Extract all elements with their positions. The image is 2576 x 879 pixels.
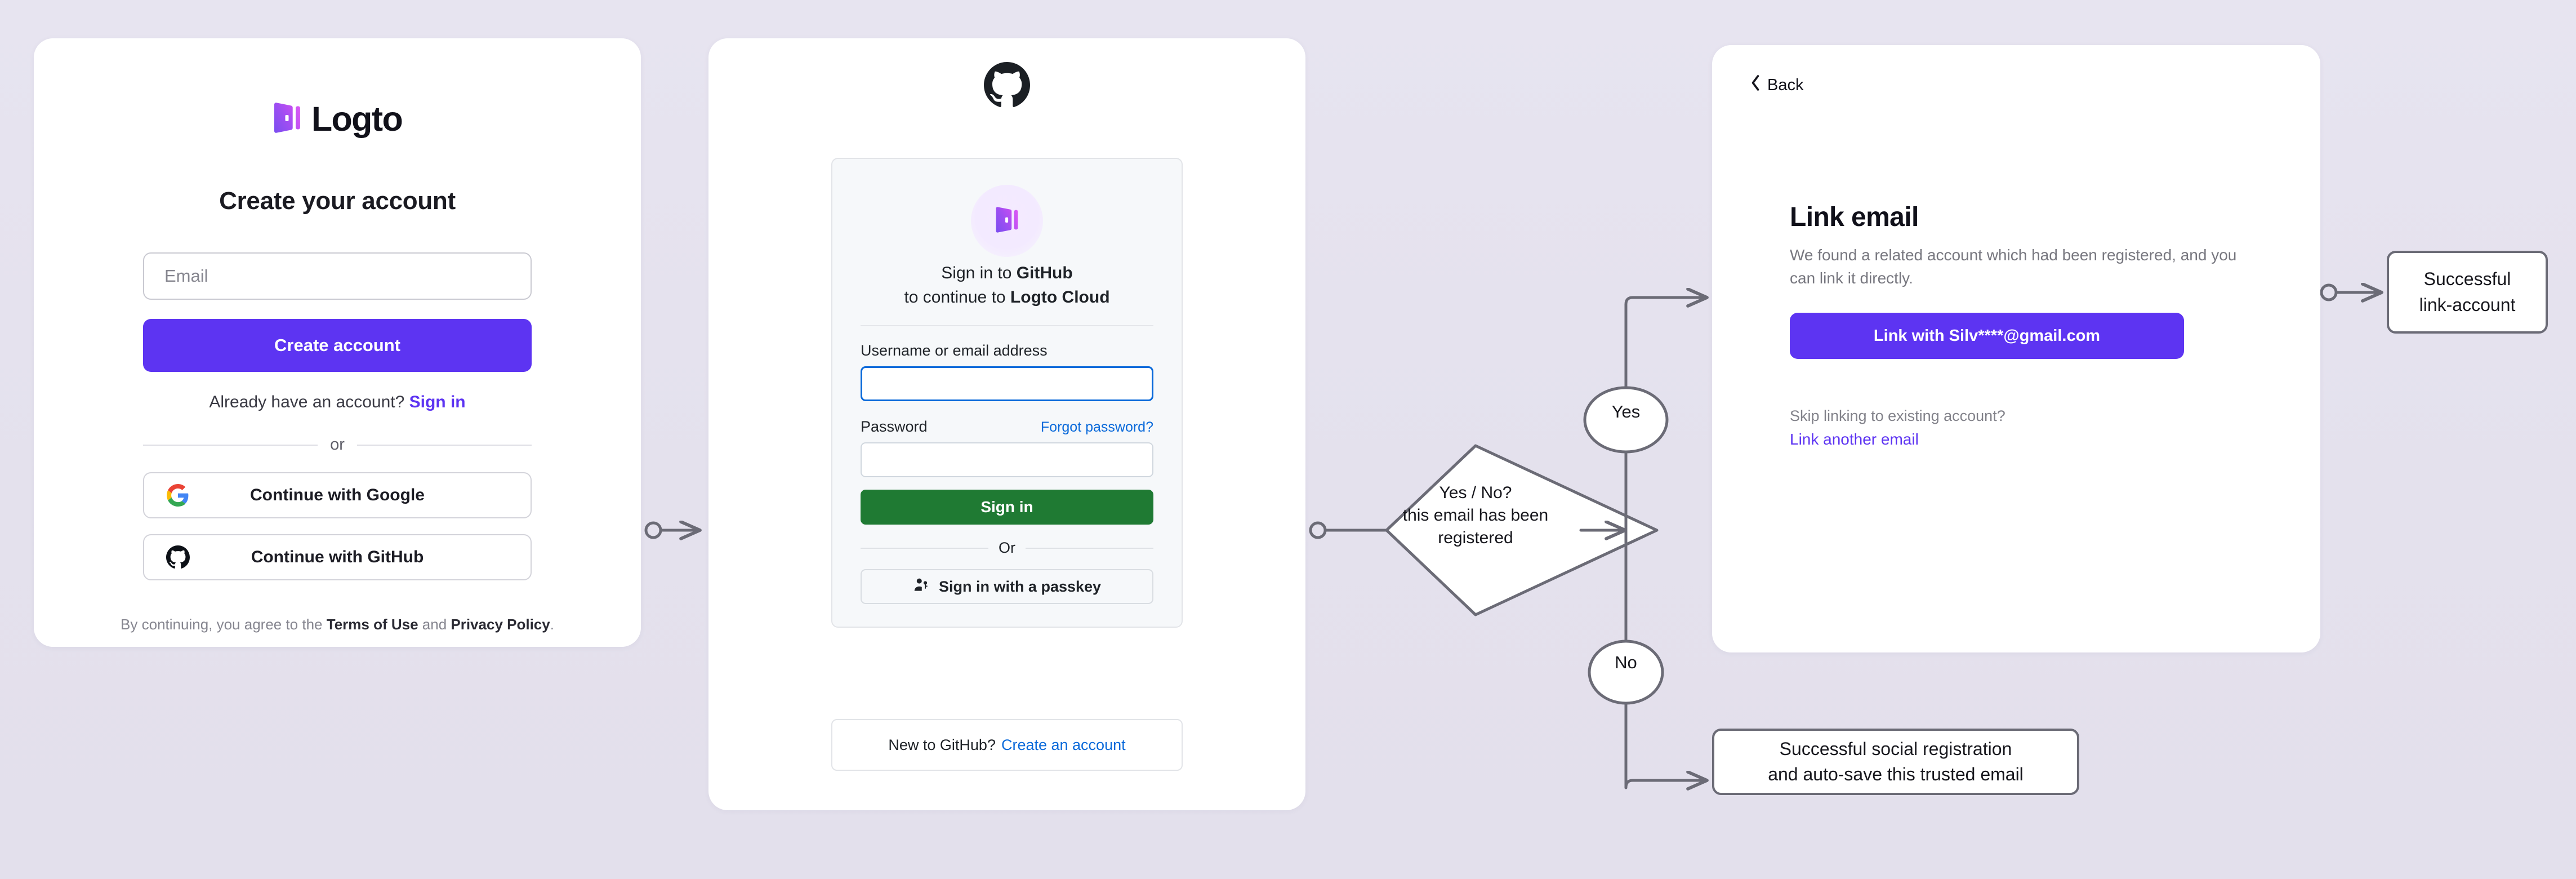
logto-wordmark-text: Logto xyxy=(311,100,403,138)
link-email-title: Link email xyxy=(1790,202,1919,232)
new-to-github-box: New to GitHub? Create an account xyxy=(831,719,1183,771)
continue-with-github-button[interactable]: Continue with GitHub xyxy=(143,534,532,580)
terms-footer: By continuing, you agree to the Terms of… xyxy=(34,616,641,633)
passkey-button-label: Sign in with a passkey xyxy=(938,578,1102,595)
password-input[interactable] xyxy=(861,442,1153,478)
link-another-email-link[interactable]: Link another email xyxy=(1790,430,1919,448)
github-or-divider: Or xyxy=(861,539,1153,557)
github-signin-heading: Sign in to GitHub to continue to Logto C… xyxy=(861,261,1153,309)
divider-rule-left xyxy=(143,444,318,446)
continue-with-google-button[interactable]: Continue with Google xyxy=(143,472,532,518)
forgot-password-link[interactable]: Forgot password? xyxy=(1040,419,1153,436)
outcome-yes-line-2: link-account xyxy=(2419,294,2516,315)
or-rule-left xyxy=(861,547,988,549)
email-placeholder: Email xyxy=(164,266,208,286)
github-button-label: Continue with GitHub xyxy=(251,548,424,566)
divider-rule-right xyxy=(356,444,532,446)
or-divider-label: Or xyxy=(999,539,1015,557)
link-with-email-button[interactable]: Link with Silv****@gmail.com xyxy=(1790,313,2184,359)
logto-door-icon xyxy=(995,205,1019,238)
logto-brand: Logto xyxy=(34,100,641,138)
panel-divider xyxy=(861,325,1153,327)
create-account-button[interactable]: Create account xyxy=(143,319,532,372)
password-row: Password Forgot password? xyxy=(861,418,1153,436)
skip-linking-text: Skip linking to existing account? xyxy=(1790,407,2005,424)
terms-of-use-link[interactable]: Terms of Use xyxy=(326,616,418,633)
google-icon xyxy=(166,483,190,508)
link-email-card: Back Link email We found a related accou… xyxy=(1712,45,2320,652)
person-key-icon xyxy=(913,576,930,597)
signup-card: Logto Create your account Email Create a… xyxy=(34,38,641,647)
create-an-account-link[interactable]: Create an account xyxy=(1001,736,1126,753)
username-label: Username or email address xyxy=(861,342,1048,359)
heading-line2-prefix: to continue to xyxy=(904,287,1010,307)
heading-line1-strong: GitHub xyxy=(1016,264,1073,282)
github-signin-button[interactable]: Sign in xyxy=(861,490,1153,525)
back-label: Back xyxy=(1767,76,1804,94)
divider-label: or xyxy=(330,436,345,454)
back-button[interactable]: Back xyxy=(1750,74,1803,96)
privacy-policy-link[interactable]: Privacy Policy xyxy=(451,616,550,633)
terms-middle: and xyxy=(418,616,451,633)
or-divider: or xyxy=(143,436,532,454)
outcome-link-account: Successful link-account xyxy=(2387,251,2548,334)
passkey-signin-button[interactable]: Sign in with a passkey xyxy=(861,569,1153,605)
already-have-account-text: Already have an account? xyxy=(209,393,405,411)
heading-line1-prefix: Sign in to xyxy=(941,264,1017,282)
new-to-github-text: New to GitHub? xyxy=(888,736,996,753)
signin-link[interactable]: Sign in xyxy=(409,393,466,411)
or-rule-right xyxy=(1026,547,1153,549)
github-signin-card: Sign in to GitHub to continue to Logto C… xyxy=(708,38,1305,810)
outcome-no-line-2: and auto-save this trusted email xyxy=(1768,764,2024,784)
google-button-label: Continue with Google xyxy=(250,486,425,504)
logto-door-icon xyxy=(273,100,302,138)
github-signin-panel: Sign in to GitHub to continue to Logto C… xyxy=(831,158,1183,628)
heading-line2-strong: Logto Cloud xyxy=(1010,287,1110,307)
terms-suffix: . xyxy=(550,616,554,633)
outcome-social-registration: Successful social registration and auto-… xyxy=(1712,729,2079,795)
chevron-left-icon xyxy=(1750,74,1761,96)
outcome-no-line-1: Successful social registration xyxy=(1779,738,2012,759)
email-input[interactable]: Email xyxy=(143,252,532,300)
app-avatar xyxy=(971,185,1043,257)
signup-title: Create your account xyxy=(219,187,456,215)
github-mark-icon xyxy=(708,62,1305,108)
link-email-description: We found a related account which had bee… xyxy=(1790,246,2237,287)
password-label: Password xyxy=(861,418,928,436)
outcome-yes-line-1: Successful xyxy=(2423,269,2511,290)
already-have-account: Already have an account? Sign in xyxy=(34,393,641,412)
username-input[interactable] xyxy=(861,366,1153,402)
github-icon xyxy=(166,545,190,570)
terms-prefix: By continuing, you agree to the xyxy=(121,616,327,633)
